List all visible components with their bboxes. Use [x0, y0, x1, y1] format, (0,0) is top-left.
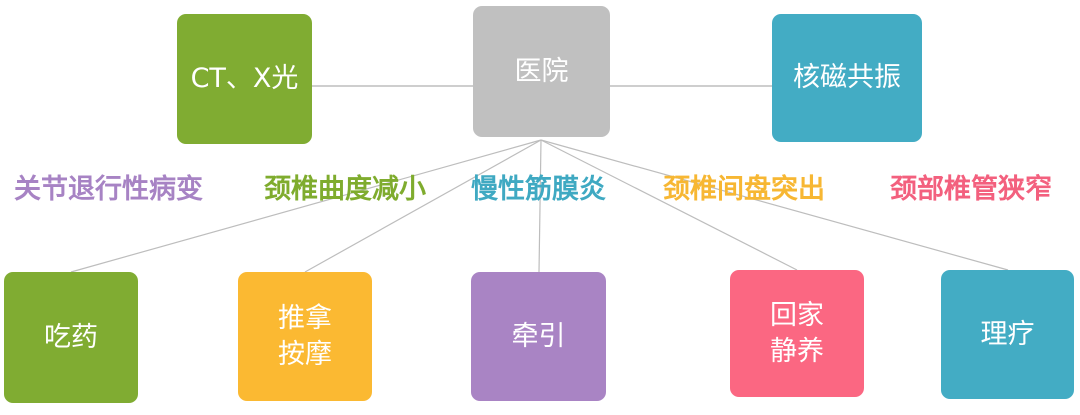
connector-treatment-3 [538, 139, 542, 273]
condition-label: 慢性筋膜炎 [471, 174, 606, 205]
condition-label: 颈椎间盘突出 [663, 174, 825, 205]
node-ct-xray-label: CT、X光 [190, 63, 299, 94]
node-ct-xray: CT、X光 [177, 14, 312, 144]
condition-label: 颈椎曲度减小 [264, 174, 426, 205]
connector-treatment-4 [540, 139, 798, 271]
treatment-node-home-rest: 回家 静养 [730, 270, 864, 397]
treatment-node-medicine: 吃药 [4, 272, 138, 403]
condition-label: 颈部椎管狭窄 [890, 174, 1052, 205]
treatment-line: 牵引 [511, 320, 566, 352]
condition-label: 关节退行性病变 [14, 174, 203, 205]
treatment-line: 静养 [770, 335, 824, 367]
treatment-node-traction: 牵引 [471, 272, 606, 401]
node-mri-label: 核磁共振 [793, 62, 901, 93]
treatment-line: 推拿 [278, 302, 332, 334]
connector-treatment-5 [540, 139, 1009, 271]
connector-treatment-2 [304, 139, 542, 273]
treatment-node-physiotherapy: 理疗 [941, 270, 1074, 399]
treatment-line: 按摩 [278, 338, 332, 370]
node-hospital-label: 医院 [514, 55, 569, 87]
node-mri: 核磁共振 [772, 14, 922, 142]
treatment-line: 理疗 [980, 318, 1035, 350]
node-hospital: 医院 [473, 6, 610, 137]
treatment-line: 回家 [770, 299, 824, 331]
treatment-node-massage: 推拿 按摩 [238, 272, 372, 401]
connector-treatment-1 [70, 139, 542, 273]
treatment-line: 吃药 [44, 321, 98, 353]
